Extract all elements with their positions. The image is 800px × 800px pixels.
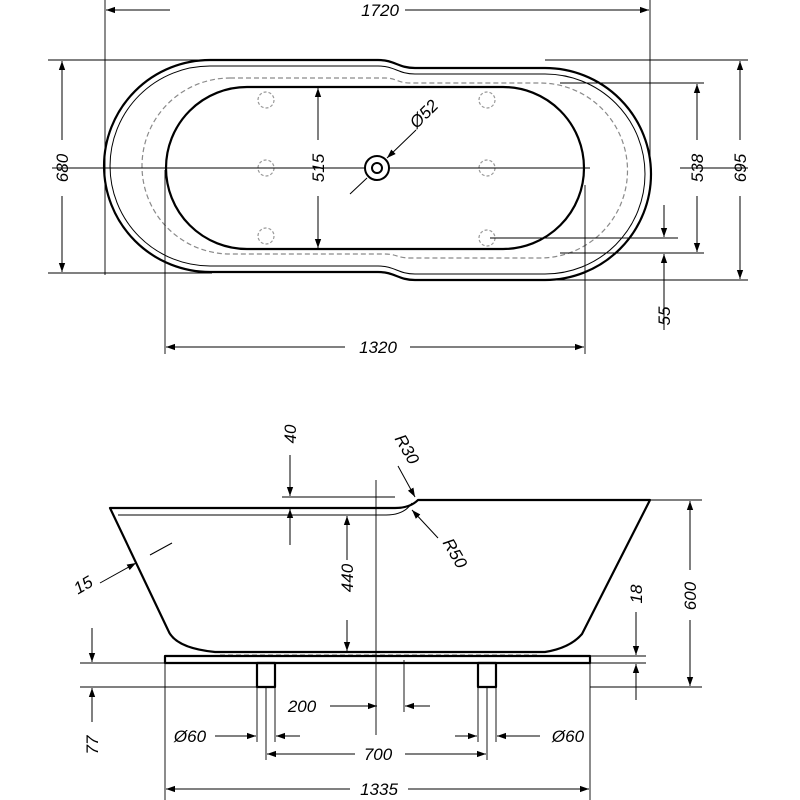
dim-1320-label: 1320	[359, 338, 397, 357]
dim-18-label: 18	[627, 584, 646, 603]
dim-r30-leader	[397, 465, 416, 498]
jets	[257, 91, 496, 247]
dim-drain-label: Ø52	[405, 96, 442, 133]
side-view: 40 R30 R50 440 15 600 18 77	[70, 424, 702, 800]
dim-1335-label: 1335	[360, 780, 398, 799]
dim-1720-label: 1720	[361, 1, 399, 20]
dim-700-label: 700	[364, 745, 393, 764]
top-view-rim-line	[109, 65, 646, 275]
dim-600-label: 600	[681, 581, 700, 610]
dim-695-label: 695	[731, 153, 750, 182]
dim-200-label: 200	[287, 697, 317, 716]
side-view-inner-rim-curve	[385, 502, 413, 516]
top-view: 1720 680 515 Ø52 538 695 55	[48, 0, 750, 357]
dim-r30-label: R30	[391, 431, 423, 468]
dim-40-label: 40	[281, 424, 300, 443]
left-foot	[255, 661, 277, 689]
drain-inner-icon	[371, 162, 383, 174]
dim-515-label: 515	[309, 153, 328, 182]
jet-icon	[478, 91, 496, 109]
dim-r50-label: R50	[439, 535, 471, 572]
dim-15-leader	[99, 562, 137, 584]
dim-440-label: 440	[338, 563, 357, 592]
jet-icon	[257, 91, 275, 109]
dim-foot-left-label: Ø60	[173, 727, 207, 746]
jet-icon	[257, 227, 275, 245]
dim-538-label: 538	[688, 153, 707, 182]
right-foot	[476, 661, 498, 689]
dim-77-label: 77	[83, 735, 102, 754]
side-view-tub-body	[108, 498, 652, 654]
dim-drain-leader	[386, 129, 417, 159]
dim-r50-leader	[411, 509, 439, 539]
dim-drain-leader-tail	[349, 177, 368, 195]
side-view-base-plate	[163, 654, 592, 665]
dim-15-label: 15	[70, 572, 96, 598]
dim-foot-right-label: Ø60	[551, 727, 585, 746]
top-view-dashed-rim	[141, 77, 629, 259]
dim-15-leader-tail	[149, 542, 173, 556]
dim-680-label: 680	[53, 153, 72, 182]
dim-55-label: 55	[655, 306, 674, 325]
